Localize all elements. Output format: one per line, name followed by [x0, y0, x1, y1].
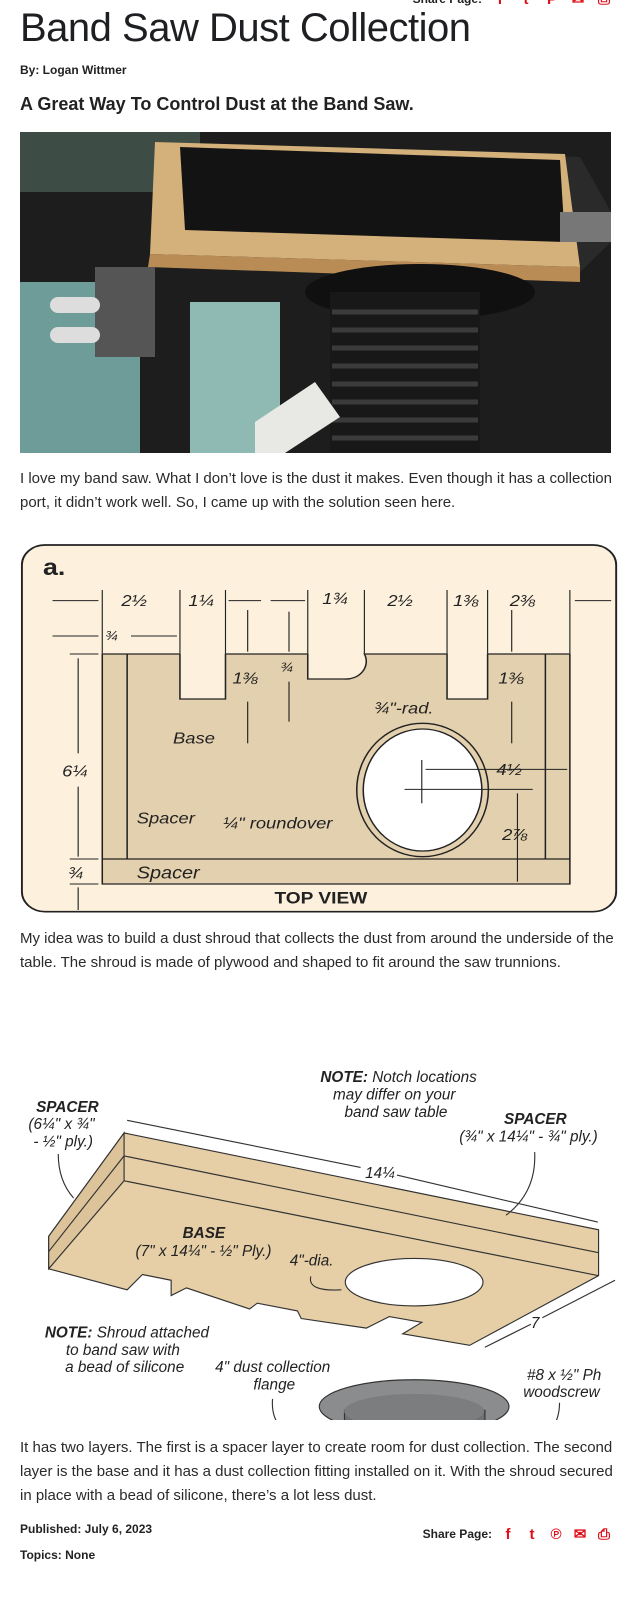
- paragraph-3: It has two layers. The first is a spacer…: [20, 1439, 613, 1504]
- view-label: TOP VIEW: [274, 888, 367, 907]
- article-subtitle: A Great Way To Control Dust at the Band …: [20, 94, 414, 114]
- dim-label: ¾: [280, 661, 293, 676]
- diagram-label: (7" x 14¼" - ½" Ply.): [136, 1243, 272, 1260]
- diagram-label: SPACER: [504, 1111, 567, 1128]
- topics: Topics: None: [20, 1548, 96, 1562]
- spacer-label: Spacer: [137, 808, 197, 827]
- diagram-label: 7: [531, 1315, 540, 1332]
- roundover-label: ¼" roundover: [223, 813, 334, 832]
- diagram-label: 4" dust collection: [215, 1359, 330, 1376]
- diagram-label: NOTE: Notch locations: [320, 1069, 477, 1086]
- page-title: Band Saw Dust Collection: [20, 6, 471, 50]
- share-label: Share Page:: [422, 1527, 492, 1541]
- dim-label: 2⅞: [501, 825, 528, 844]
- diagram-label: flange: [253, 1376, 295, 1393]
- top-view-diagram: a. 2½ 1¼ 1¾ 2½: [20, 544, 618, 913]
- diagram-label: - ½" ply.): [33, 1133, 93, 1150]
- byline: By: Logan Wittmer: [20, 63, 127, 77]
- diagram-label: BASE: [183, 1225, 226, 1242]
- dim-label: 1¾: [322, 589, 348, 608]
- twitter-icon[interactable]: t: [529, 1525, 535, 1543]
- share-label-top: Share Page:: [413, 0, 482, 6]
- published-date: Published: July 6, 2023: [20, 1522, 153, 1536]
- band-saw-photo: [20, 132, 611, 453]
- dim-label: 2½: [120, 591, 147, 610]
- diagram-label: 4"-dia.: [290, 1253, 334, 1270]
- dim-label: 2½: [386, 591, 413, 610]
- diagram-label: NOTE:: [320, 1069, 368, 1086]
- share-bar: Share Page: f t ℗ ✉ ⎙: [422, 1525, 612, 1544]
- dim-label: 1⅜: [232, 668, 258, 687]
- facebook-icon[interactable]: f: [505, 1525, 511, 1543]
- dim-label: 6¼: [62, 762, 88, 781]
- base-label: Base: [173, 728, 215, 747]
- diagram-label: to band saw with: [66, 1342, 180, 1359]
- email-icon[interactable]: ✉: [570, 0, 586, 8]
- diagram-label: woodscrew: [523, 1384, 600, 1401]
- dim-label: ¾: [105, 629, 118, 644]
- diagram-label: may differ on your: [333, 1087, 456, 1104]
- pinterest-icon[interactable]: P: [544, 0, 560, 8]
- dim-label: 1¼: [188, 591, 214, 610]
- paragraph-1: I love my band saw. What I don’t love is…: [20, 470, 612, 511]
- diagram-label: band saw table: [344, 1104, 447, 1121]
- twitter-icon[interactable]: t: [518, 0, 534, 8]
- dim-label: 2⅜: [509, 591, 536, 610]
- email-icon[interactable]: ✉: [573, 1526, 587, 1543]
- paragraph-2: My idea was to build a dust shroud that …: [20, 930, 614, 971]
- dim-label: 1⅜: [498, 668, 524, 687]
- shroud-exploded-diagram: NOTE: Notch locations may differ on your…: [28, 1069, 616, 1420]
- diagram-label: #8 x ½" Ph: [527, 1367, 601, 1384]
- facebook-icon[interactable]: f: [492, 0, 508, 8]
- top-share-bar: Share Page: f t P ✉ ⎙: [413, 0, 612, 8]
- diagram-label: SPACER: [36, 1099, 99, 1116]
- print-icon[interactable]: ⎙: [597, 1525, 610, 1543]
- diagram-label: NOTE:: [45, 1325, 93, 1342]
- spacer-label: Spacer: [137, 863, 201, 883]
- dim-label: ¾: [68, 863, 83, 882]
- diagram-label: (¾" x 14¼" - ¾" ply.): [459, 1129, 597, 1146]
- dim-label: 4½: [496, 760, 522, 779]
- pinterest-icon[interactable]: ℗: [550, 1525, 562, 1543]
- dim-label: ¾"-rad.: [374, 698, 434, 717]
- print-icon[interactable]: ⎙: [596, 0, 612, 8]
- diagram-letter: a.: [43, 555, 65, 581]
- diagram-label: (6¼" x ¾": [28, 1116, 95, 1133]
- diagram-label: NOTE: Shroud attached: [45, 1325, 210, 1342]
- dim-label: 1⅜: [453, 591, 479, 610]
- diagram-label: Shroud attached: [92, 1325, 209, 1342]
- diagram-label: 14¼: [365, 1165, 395, 1182]
- diagram-label: a bead of silicone: [65, 1359, 184, 1376]
- diagram-label: Notch locations: [368, 1069, 477, 1086]
